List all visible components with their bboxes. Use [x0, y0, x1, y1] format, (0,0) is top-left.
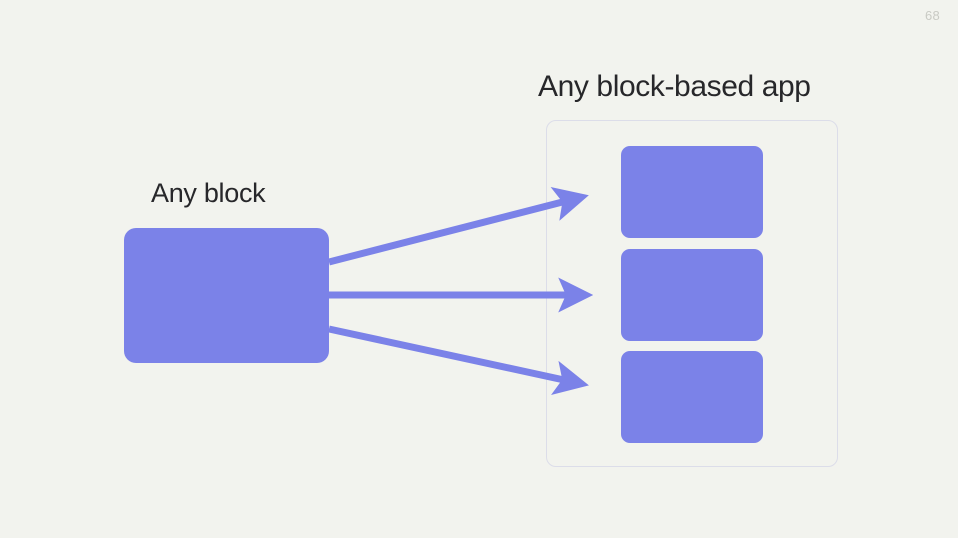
arrow-to-block-3	[328, 325, 589, 396]
arrow-to-block-1	[328, 186, 589, 266]
app-block-1	[621, 146, 763, 238]
app-block-2	[621, 249, 763, 341]
app-title: Any block-based app	[538, 70, 811, 103]
app-block-3	[621, 351, 763, 443]
source-block-label: Any block	[151, 178, 266, 208]
page-number: 68	[924, 8, 940, 23]
source-block	[124, 228, 329, 363]
